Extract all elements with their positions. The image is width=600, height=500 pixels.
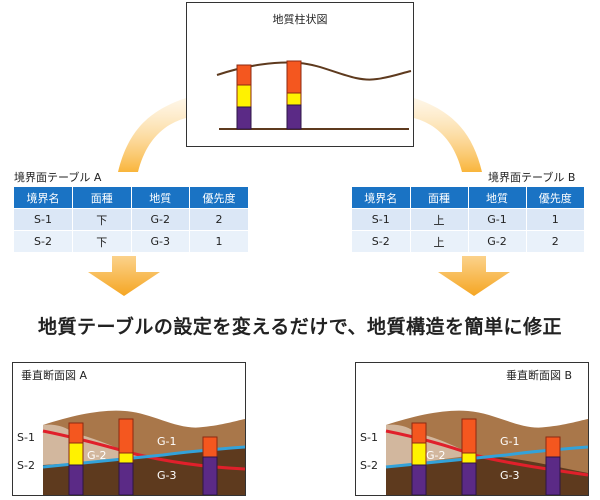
table-row: S-2 下 G-3 1 bbox=[14, 230, 248, 252]
table-row: S-1 上 G-1 1 bbox=[352, 208, 584, 231]
table-row: S-1 下 G-2 2 bbox=[14, 208, 248, 231]
section-b-g3-label: G-3 bbox=[500, 469, 520, 482]
table-row: S-2 上 G-2 2 bbox=[352, 230, 584, 252]
vertical-section-a: 垂直断面図 A S-1 S-2 G-1 G-2 G-3 bbox=[12, 362, 246, 496]
arc-arrow-right bbox=[414, 98, 482, 172]
column-panel-title: 地質柱状図 bbox=[272, 13, 328, 26]
table-cell: S-2 bbox=[352, 230, 411, 252]
borehole-column-1 bbox=[411, 422, 427, 495]
table-b-header: 優先度 bbox=[526, 187, 584, 209]
section-a-g1-label: G-1 bbox=[157, 435, 177, 448]
arc-arrow-left bbox=[118, 98, 186, 172]
section-b-drawing bbox=[385, 410, 588, 495]
table-b-title: 境界面テーブル B bbox=[488, 171, 576, 184]
section-b-title: 垂直断面図 B bbox=[506, 369, 573, 382]
boundary-table-a: 境界名 面種 地質 優先度 S-1 下 G-2 2 S-2 下 G-3 1 bbox=[14, 187, 248, 252]
table-cell: 上 bbox=[410, 208, 469, 231]
section-a-g3-label: G-3 bbox=[157, 469, 177, 482]
geologic-column-drawing bbox=[216, 60, 412, 130]
headline: 地質テーブルの設定を変えるだけで、地質構造を簡単に修正 bbox=[37, 316, 563, 338]
boundary-table-b: 境界名 面種 地質 優先度 S-1 上 G-1 1 S-2 上 G-2 2 bbox=[352, 187, 584, 252]
section-a-g2-label: G-2 bbox=[87, 449, 107, 462]
section-b-s1-label: S-1 bbox=[360, 431, 378, 444]
section-b-s2-label: S-2 bbox=[360, 459, 378, 472]
section-b-g1-label: G-1 bbox=[500, 435, 520, 448]
table-cell: 2 bbox=[189, 208, 248, 231]
down-arrow-right bbox=[438, 256, 510, 296]
borehole-column-1 bbox=[236, 64, 252, 130]
borehole-column-3 bbox=[202, 436, 218, 495]
borehole-column-2 bbox=[118, 418, 134, 495]
table-cell: G-3 bbox=[131, 230, 190, 252]
table-a-header: 境界名 bbox=[14, 187, 73, 209]
section-a-title: 垂直断面図 A bbox=[21, 369, 88, 382]
vertical-section-b: 垂直断面図 B S-1 S-2 G-1 G-2 G-3 bbox=[355, 362, 589, 496]
table-a-header: 面種 bbox=[72, 187, 132, 209]
table-cell: 1 bbox=[526, 208, 584, 231]
borehole-column-3 bbox=[545, 436, 561, 495]
table-cell: G-1 bbox=[468, 208, 527, 231]
table-cell: S-2 bbox=[14, 230, 73, 252]
table-a-header: 優先度 bbox=[189, 187, 248, 209]
section-b-g2-label: G-2 bbox=[426, 449, 446, 462]
table-cell: 上 bbox=[410, 230, 469, 252]
table-cell: S-1 bbox=[14, 208, 73, 231]
borehole-column-1 bbox=[68, 422, 84, 495]
table-b-header: 境界名 bbox=[352, 187, 411, 209]
down-arrow-left bbox=[88, 256, 160, 296]
table-cell: G-2 bbox=[131, 208, 190, 231]
terrain-line bbox=[216, 61, 412, 81]
table-cell: S-1 bbox=[352, 208, 411, 231]
table-cell: G-2 bbox=[468, 230, 527, 252]
table-b-header: 面種 bbox=[410, 187, 469, 209]
borehole-column-2 bbox=[461, 418, 477, 495]
table-cell: 1 bbox=[189, 230, 248, 252]
geologic-column-panel: 地質柱状図 bbox=[186, 2, 414, 147]
layer-g3 bbox=[43, 447, 245, 495]
borehole-column-2 bbox=[286, 60, 302, 130]
section-a-s1-label: S-1 bbox=[17, 431, 35, 444]
table-cell: 下 bbox=[72, 230, 132, 252]
table-cell: 下 bbox=[72, 208, 132, 231]
section-a-drawing bbox=[42, 410, 245, 495]
table-b-header: 地質 bbox=[468, 187, 527, 209]
table-cell: 2 bbox=[526, 230, 584, 252]
section-a-s2-label: S-2 bbox=[17, 459, 35, 472]
table-a-header-row: 境界名 面種 地質 優先度 bbox=[14, 187, 248, 209]
table-a-header: 地質 bbox=[131, 187, 190, 209]
table-b-header-row: 境界名 面種 地質 優先度 bbox=[352, 187, 584, 209]
table-a-title: 境界面テーブル A bbox=[14, 171, 102, 184]
